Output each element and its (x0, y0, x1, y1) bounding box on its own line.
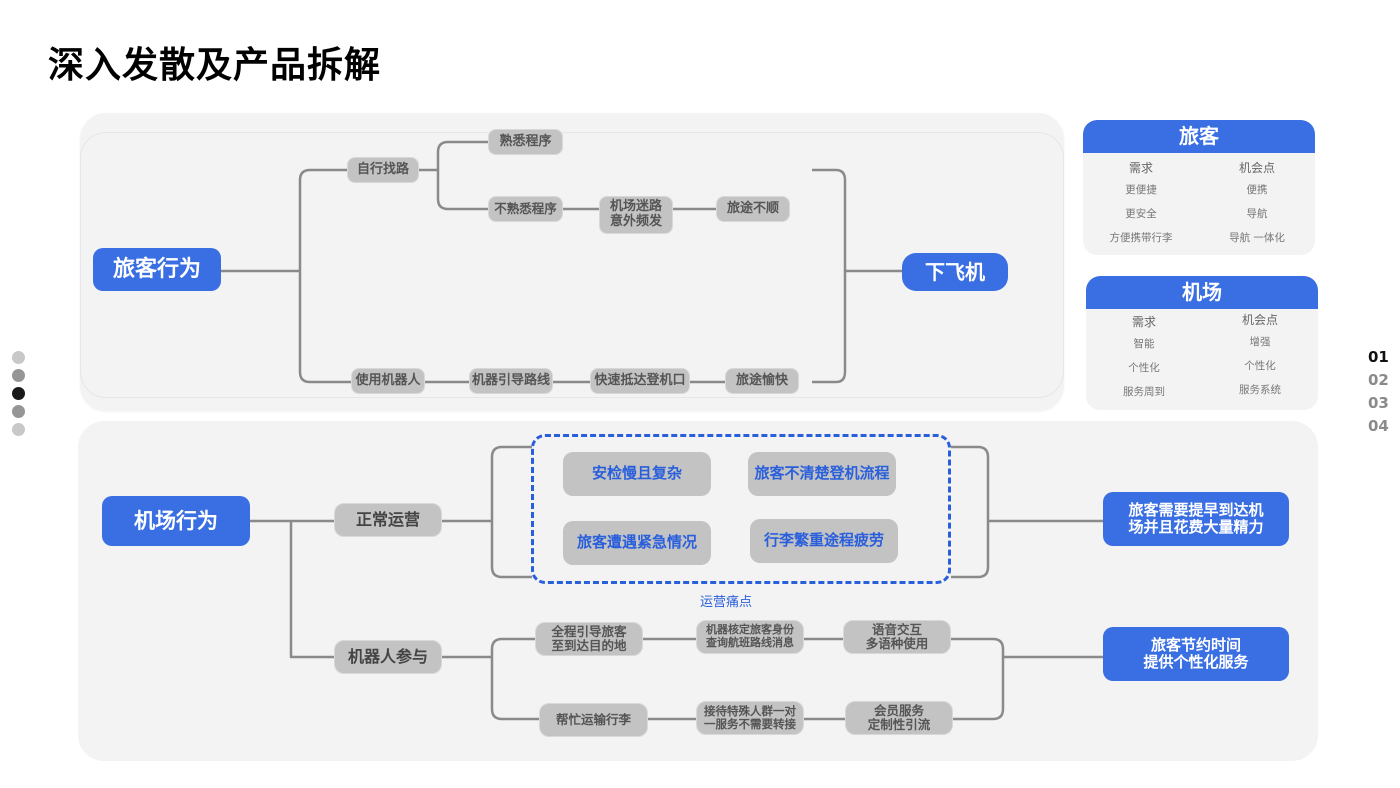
opportunity-item: 便携 (1246, 184, 1268, 196)
airport-card: 机场 需求 智能 个性化 服务周到 机会点 增强 个性化 服务系统 (1086, 276, 1318, 410)
airport-behavior-root: 机场行为 (102, 496, 250, 546)
pain-point: 安检慢且复杂 (563, 452, 711, 496)
pain-points-label: 运营痛点 (700, 595, 753, 610)
pager-item[interactable]: 03 (1368, 394, 1389, 412)
self-navigate-node: 自行找路 (347, 157, 419, 183)
passenger-panel-inner (80, 132, 1064, 398)
unfamiliar-node: 不熟悉程序 (488, 196, 563, 222)
passenger-panel (80, 113, 1064, 411)
deplane-node: 下飞机 (902, 253, 1008, 291)
need-item: 更便捷 (1125, 184, 1157, 196)
normal-outcome-node: 旅客需要提早到达机 场并且花费大量精力 (1103, 492, 1289, 546)
robot-feature-node: 接待特殊人群一对 一服务不需要转接 (696, 701, 804, 735)
opportunity-item: 增强 (1249, 336, 1271, 348)
opportunity-item: 导航 一体化 (1229, 232, 1285, 244)
pain-points-box (531, 434, 951, 584)
pain-point: 行李繁重途程疲劳 (750, 519, 898, 563)
pain-point: 旅客不清楚登机流程 (748, 452, 896, 496)
pager-item[interactable]: 02 (1368, 371, 1389, 389)
airport-opps-column: 机会点 增强 个性化 服务系统 (1202, 311, 1318, 406)
opportunity-item: 导航 (1246, 208, 1268, 220)
robot-feature-node: 全程引导旅客 至到达目的地 (535, 622, 643, 656)
need-item: 方便携带行李 (1109, 232, 1173, 244)
normal-operation-node: 正常运营 (334, 503, 442, 537)
passenger-opps-column: 机会点 便携 导航 导航 一体化 (1199, 159, 1315, 254)
opportunity-item: 个性化 (1244, 360, 1276, 372)
needs-header: 需求 (1131, 315, 1156, 329)
robot-feature-node: 语音交互 多语种使用 (843, 620, 951, 654)
page-dot[interactable] (12, 423, 25, 436)
robot-feature-node: 帮忙运输行李 (539, 703, 648, 737)
need-item: 更安全 (1125, 208, 1157, 220)
passenger-card: 旅客 需求 更便捷 更安全 方便携带行李 机会点 便携 导航 导航 一体化 (1083, 120, 1315, 255)
passenger-card-title: 旅客 (1083, 120, 1315, 153)
section-pager: 01 02 03 04 (1368, 348, 1389, 440)
airport-needs-column: 需求 智能 个性化 服务周到 (1086, 313, 1202, 408)
robot-feature-node: 机器核定旅客身份 查询航班路线消息 (696, 620, 804, 654)
opportunities-header: 机会点 (1241, 313, 1278, 327)
robot-feature-node: 会员服务 定制性引流 (845, 701, 953, 735)
need-item: 服务周到 (1123, 386, 1165, 398)
opportunity-item: 服务系统 (1239, 384, 1281, 396)
robot-participation-node: 机器人参与 (334, 640, 442, 674)
pain-point: 旅客遭遇紧急情况 (563, 521, 711, 565)
page-dots (12, 351, 25, 441)
pager-item[interactable]: 04 (1368, 417, 1389, 435)
passenger-needs-column: 需求 更便捷 更安全 方便携带行李 (1083, 159, 1199, 254)
use-robot-node: 使用机器人 (351, 368, 425, 394)
lost-node: 机场迷路 意外频发 (599, 196, 673, 234)
bad-trip-node: 旅途不顺 (716, 196, 790, 222)
good-trip-node: 旅途愉快 (725, 368, 799, 394)
page-title: 深入发散及产品拆解 (48, 45, 382, 86)
airport-card-title: 机场 (1086, 276, 1318, 309)
need-item: 个性化 (1128, 362, 1160, 374)
pager-item-active[interactable]: 01 (1368, 348, 1389, 366)
familiar-node: 熟悉程序 (488, 129, 563, 155)
robot-outcome-node: 旅客节约时间 提供个性化服务 (1103, 627, 1289, 681)
fast-gate-node: 快速抵达登机口 (590, 368, 690, 394)
page-dot[interactable] (12, 405, 25, 418)
robot-route-node: 机器引导路线 (469, 368, 553, 394)
page-dot[interactable] (12, 369, 25, 382)
needs-header: 需求 (1128, 161, 1153, 175)
page-dot-active[interactable] (12, 387, 25, 400)
need-item: 智能 (1133, 338, 1155, 350)
page-dot[interactable] (12, 351, 25, 364)
opportunities-header: 机会点 (1238, 161, 1275, 175)
passenger-behavior-root: 旅客行为 (93, 248, 221, 291)
